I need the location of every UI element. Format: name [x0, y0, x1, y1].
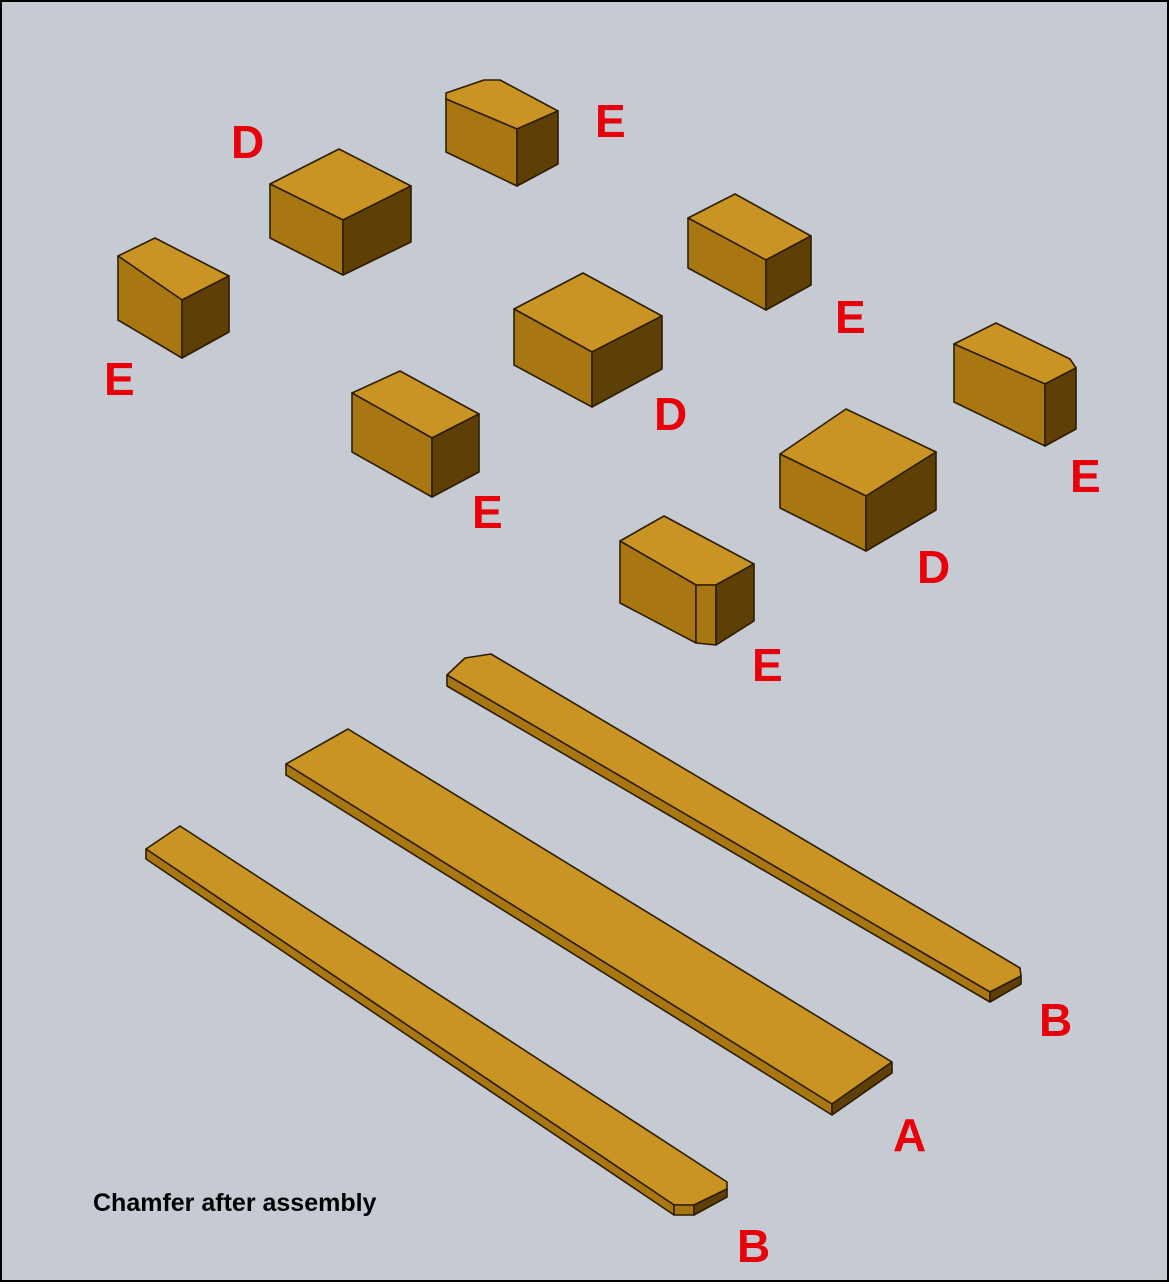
block-e-right-mid	[687, 193, 812, 311]
label-block-e-right: E	[1070, 450, 1101, 502]
block-side-face	[431, 413, 480, 498]
block-e-center-left	[351, 370, 480, 498]
label-block-e-top-center: E	[595, 95, 626, 147]
label-strip-a-middle: A	[893, 1109, 926, 1161]
label-block-e-left: E	[104, 353, 135, 405]
block-side-face	[516, 110, 559, 187]
strip-b-top	[446, 653, 1022, 1003]
label-strip-b-bottom: B	[737, 1220, 770, 1272]
block-side-face	[865, 451, 937, 552]
block-side-face	[181, 275, 230, 359]
block-e-lower	[619, 515, 755, 646]
strip-end-face	[693, 1188, 728, 1216]
label-block-e-lower: E	[752, 639, 783, 691]
strip-b-bottom	[145, 825, 728, 1216]
label-block-e-center-left: E	[472, 486, 503, 538]
label-block-d-center: D	[654, 388, 687, 440]
label-block-d-upper-left: D	[231, 116, 264, 168]
block-side-face	[765, 235, 812, 311]
block-chamfer-face	[695, 584, 717, 646]
block-e-right	[953, 322, 1077, 447]
label-block-e-right-mid: E	[835, 291, 866, 343]
block-side-face	[715, 563, 755, 646]
block-d-right	[779, 408, 937, 552]
label-block-d-right: D	[917, 541, 950, 593]
label-strip-b-top: B	[1039, 994, 1072, 1046]
block-side-face	[342, 185, 412, 276]
strip-a-middle	[285, 728, 893, 1116]
block-d-center	[513, 272, 663, 408]
strip-end-face	[989, 975, 1022, 1003]
strip-chamfer-face	[673, 1204, 695, 1216]
caption-chamfer-note: Chamfer after assembly	[93, 1189, 377, 1217]
block-e-top-center	[445, 79, 559, 187]
block-side-face	[1044, 367, 1077, 447]
block-e-left	[117, 237, 230, 359]
block-side-face	[591, 315, 663, 408]
block-d-upper-left	[269, 148, 412, 276]
strip-end-face	[831, 1061, 893, 1116]
